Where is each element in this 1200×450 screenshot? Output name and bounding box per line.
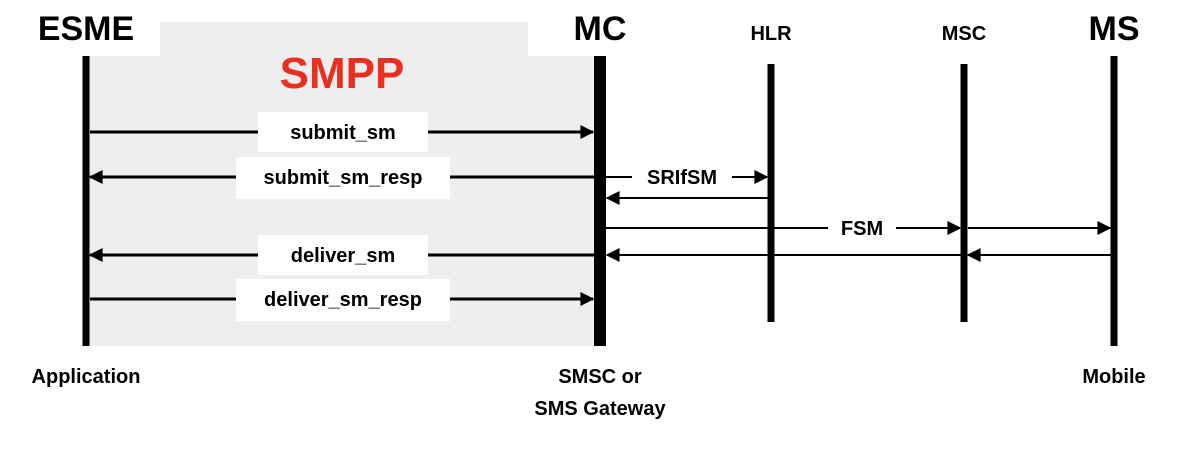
mc-description-line1: SMSC or (558, 366, 642, 388)
deliver-sm-label-bg (258, 235, 428, 275)
deliver-sm-resp-label: deliver_sm_resp (264, 289, 422, 311)
mc-title: MC (574, 10, 627, 48)
srifsm-label-bg (632, 163, 732, 191)
ms-title: MS (1089, 10, 1140, 48)
fsm-label-bg (828, 213, 896, 243)
deliver-sm-label: deliver_sm (291, 245, 396, 267)
ms-description: Mobile (1082, 366, 1145, 388)
msc-title: MSC (942, 23, 986, 45)
protocol-label: SMPP (280, 49, 405, 98)
submit-sm-label-bg (258, 112, 428, 152)
hlr-title: HLR (750, 23, 792, 45)
esme-title: ESME (38, 10, 134, 48)
submit-sm-resp-label: submit_sm_resp (264, 167, 423, 189)
esme-description: Application (32, 366, 141, 388)
submit-sm-resp-label-bg (236, 157, 450, 199)
deliver-sm-resp-label-bg (236, 279, 450, 321)
mc-description-line2: SMS Gateway (534, 398, 666, 420)
submit-sm-label: submit_sm (290, 122, 396, 144)
srifsm-label: SRIfSM (647, 167, 717, 189)
fsm-label: FSM (841, 218, 883, 240)
